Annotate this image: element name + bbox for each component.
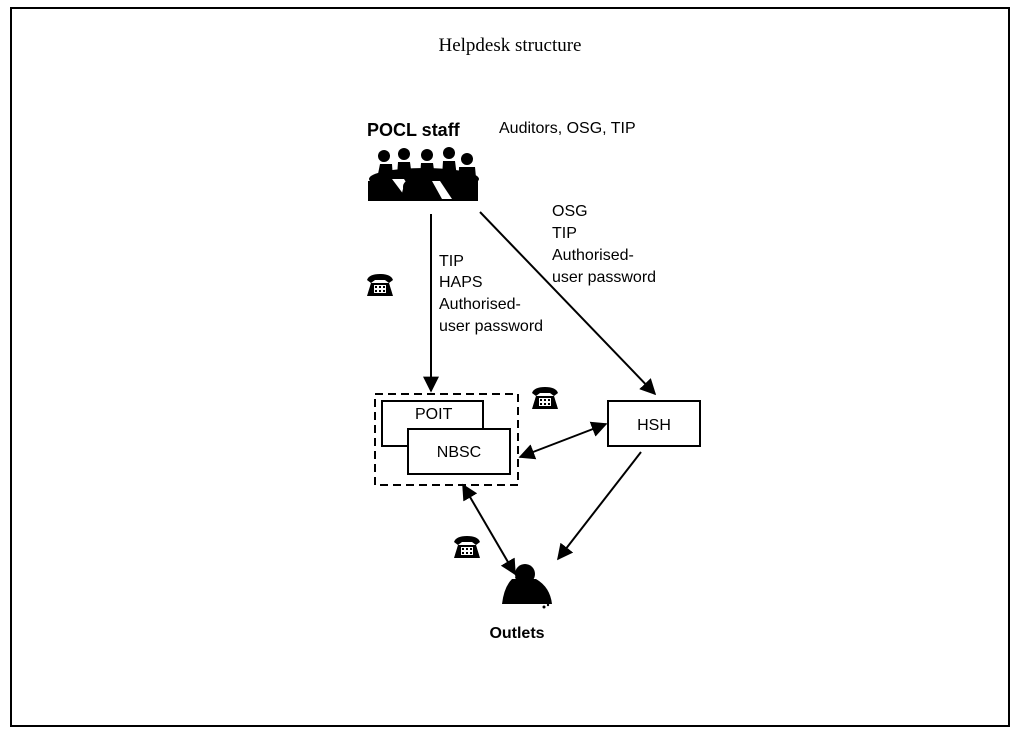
arrow-nbsc-hsh	[518, 421, 608, 460]
telephone-icon	[367, 274, 393, 296]
helpdesk-diagram: Helpdesk structure POCL staff Auditors, …	[367, 35, 701, 642]
left-edge-line-2: HAPS	[439, 274, 483, 291]
poit-nbsc-group	[374, 393, 519, 486]
right-edge-line-4: user password	[552, 269, 656, 286]
right-edge-line-3: Authorised-	[552, 247, 634, 264]
arrow-hsh-to-outlets	[557, 451, 642, 561]
left-edge-line-1: TIP	[439, 253, 464, 270]
nbsc-label: NBSC	[437, 444, 481, 461]
telephone-icon	[532, 387, 558, 409]
telephone-icon	[454, 536, 480, 558]
arrow-pocl-to-hsh	[479, 211, 657, 396]
pocl-staff-label: POCL staff	[367, 120, 461, 140]
person-on-phone-icon	[502, 564, 552, 609]
right-edge-label: OSG TIP Authorised- user password	[552, 203, 656, 286]
diagram-title: Helpdesk structure	[439, 35, 582, 56]
right-edge-line-1: OSG	[552, 203, 588, 220]
pocl-staff-sublabel: Auditors, OSG, TIP	[499, 120, 636, 137]
diagram-frame: Helpdesk structure POCL staff Auditors, …	[10, 7, 1010, 727]
left-edge-line-3: Authorised-	[439, 296, 521, 313]
hsh-label: HSH	[637, 417, 671, 434]
left-edge-line-4: user password	[439, 318, 543, 335]
meeting-people-icon	[368, 147, 479, 201]
left-edge-label: TIP HAPS Authorised- user password	[439, 253, 543, 335]
right-edge-line-2: TIP	[552, 225, 577, 242]
nbsc-box	[407, 428, 511, 475]
hsh-box	[607, 400, 701, 447]
outlets-label: Outlets	[489, 625, 544, 642]
arrow-nbsc-outlets	[462, 483, 516, 576]
poit-label: POIT	[415, 406, 453, 423]
